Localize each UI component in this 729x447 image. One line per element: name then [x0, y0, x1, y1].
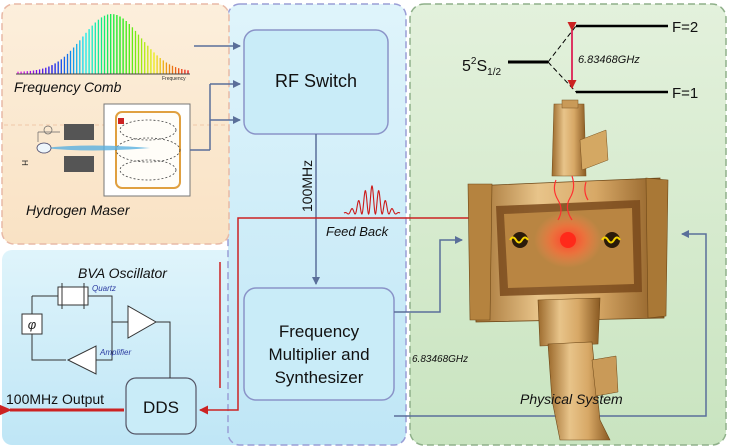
freq-multiplier-line2: Multiplier and — [268, 345, 369, 364]
hydrogen-maser-label: Hydrogen Maser — [26, 202, 131, 218]
dds-label: DDS — [143, 398, 179, 417]
ramsey-fringe-curve — [343, 184, 401, 216]
hyperfine-frequency-label: 6.83468GHz — [578, 54, 640, 66]
bva-oscillator-circuit — [21, 283, 171, 378]
ramsey-fringes — [343, 184, 401, 216]
frequency-comb-label: Frequency Comb — [14, 79, 122, 95]
rf-switch-label: RF Switch — [275, 71, 357, 91]
freq-multiplier-block — [243, 287, 395, 401]
freq-multiplier-line1: Frequency — [279, 322, 360, 341]
switch-frequency-label: 100MHz — [299, 160, 315, 212]
phase-shifter-symbol: φ — [28, 317, 37, 332]
energy-level-diagram — [508, 22, 668, 94]
output-label: 100MHz Output — [6, 391, 104, 407]
dds-block — [125, 377, 197, 435]
physical-system-label: Physical System — [520, 391, 623, 407]
comb-axis-label: Frequency — [162, 76, 186, 82]
hydrogen-maser-graphic: H — [20, 103, 191, 197]
quartz-label: Quartz — [92, 284, 116, 293]
physics-package-graphic — [467, 99, 669, 441]
freq-multiplier-line3: Synthesizer — [275, 368, 364, 387]
maser-h-label: H — [20, 160, 29, 166]
level-upper-label: F=2 — [672, 19, 698, 36]
feedback-label: Feed Back — [326, 224, 390, 239]
state-label: 52S1/2 — [462, 56, 501, 78]
feedback-lines — [199, 217, 530, 415]
level-lower-label: F=1 — [672, 85, 698, 102]
amplifier-label: Amplifier — [99, 348, 131, 357]
synth-frequency-label: 6.83468GHz — [412, 354, 468, 365]
frequency-comb-graphic: Frequency — [16, 14, 190, 82]
bva-oscillator-title: BVA Oscillator — [78, 265, 168, 281]
signal-lines — [190, 42, 707, 417]
